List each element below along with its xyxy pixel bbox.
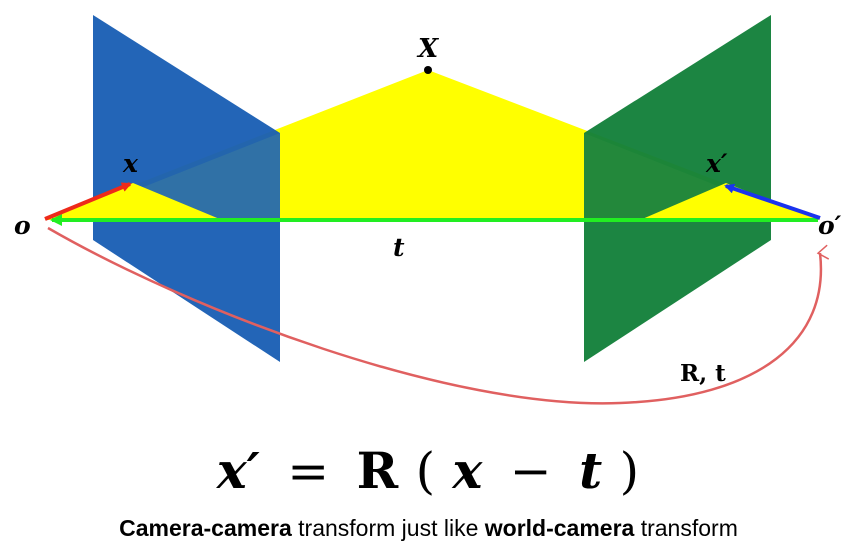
eq-open-paren: ( — [416, 442, 436, 500]
label-o: o — [14, 211, 31, 240]
label-t: t — [393, 233, 405, 262]
eq-lhs: x′ — [216, 441, 260, 500]
label-x: x — [122, 149, 139, 178]
left-ray-arrow — [44, 182, 132, 221]
eq-equals: = — [287, 442, 329, 500]
label-x-prime: x′ — [705, 149, 728, 178]
eq-x: x — [452, 441, 484, 500]
right-image-plane — [584, 15, 771, 362]
label-X: X — [416, 34, 440, 64]
world-point-dot — [424, 66, 432, 74]
caption-bold-1: Camera-camera — [119, 515, 292, 541]
eq-t: t — [579, 441, 602, 500]
caption: Camera-camera transform just like world-… — [0, 515, 857, 542]
eq-minus: − — [510, 442, 552, 500]
left-small-triangle — [45, 183, 222, 220]
right-ray-arrow — [724, 183, 821, 220]
eq-close-paren: ) — [620, 442, 640, 500]
caption-text-4: transform — [634, 515, 738, 541]
transform-curve-arrow — [47, 226, 830, 405]
caption-text-2: transform just like — [291, 515, 485, 541]
caption-bold-3: world-camera — [484, 515, 635, 541]
right-small-triangle — [640, 183, 820, 220]
label-o-prime: o′ — [818, 211, 842, 240]
eq-R: R — [357, 441, 399, 500]
equation: x′ = R ( x − t ) — [216, 441, 639, 500]
label-R-t: R, t — [680, 360, 726, 387]
